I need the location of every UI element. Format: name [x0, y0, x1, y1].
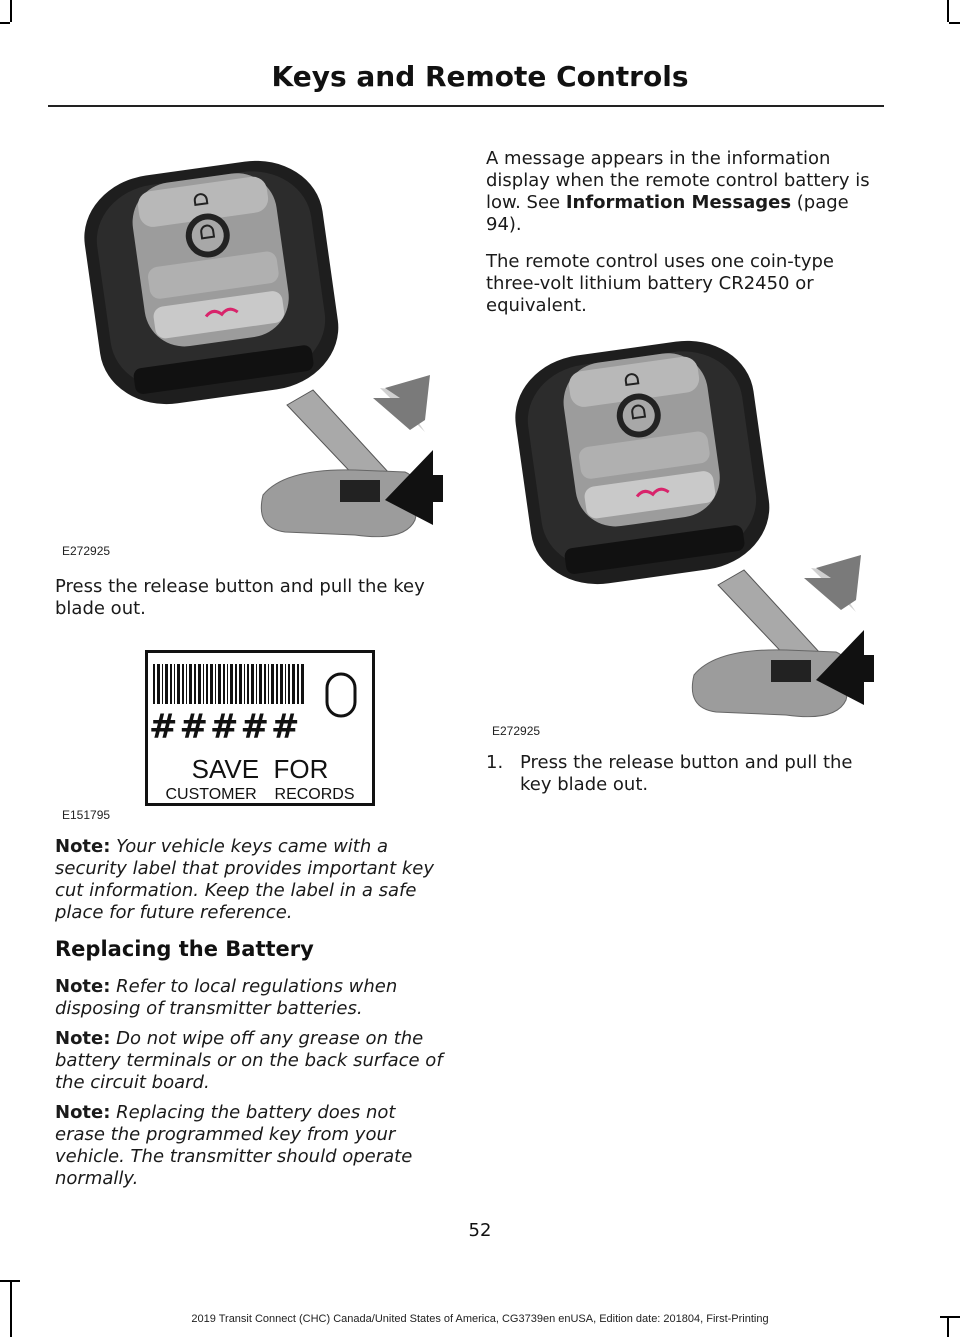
note-text: Replacing the battery does not erase the…	[55, 1102, 413, 1189]
cross-reference-link[interactable]: Information Messages	[565, 192, 792, 213]
info-paragraph: A message appears in the information dis…	[486, 148, 881, 236]
page-number: 52	[468, 1220, 492, 1241]
header-rule	[48, 105, 884, 107]
text-run: A message appears in the information dis…	[486, 148, 870, 213]
crop-mark	[947, 0, 949, 22]
key-fob-figure-right	[486, 330, 876, 740]
figure-code: E151795	[62, 808, 111, 822]
page-title: Keys and Remote Controls	[271, 60, 689, 93]
figure-code: E272925	[492, 724, 541, 738]
crop-mark	[0, 1280, 20, 1282]
note-label: Note:	[55, 1028, 111, 1049]
note-label: Note:	[55, 976, 111, 997]
note-label: Note:	[55, 1102, 111, 1123]
crop-mark	[10, 0, 12, 22]
note-label: Note:	[55, 836, 111, 857]
label-line1: SAVE FOR	[192, 754, 329, 784]
label-line2: CUSTOMER RECORDS	[165, 786, 354, 803]
step-number: 1.	[486, 752, 504, 773]
instruction-paragraph: Press the release button and pull the ke…	[55, 576, 425, 619]
figure-code: E272925	[62, 544, 111, 558]
note-paragraph: Note: Your vehicle keys came with a secu…	[55, 836, 450, 924]
key-fob-figure-left	[55, 150, 445, 560]
crop-mark	[949, 22, 960, 24]
section-heading: Replacing the Battery	[55, 937, 314, 961]
crop-mark	[940, 1316, 960, 1318]
note-paragraph: Note: Do not wipe off any grease on the …	[55, 1028, 450, 1094]
key-fob-illustration	[84, 160, 443, 538]
battery-paragraph: The remote control uses one coin-type th…	[486, 251, 834, 316]
crop-mark	[10, 1280, 12, 1337]
security-label-figure: ##### SAVE FOR CUSTOMER RECORDS	[145, 650, 375, 806]
text-run: (page 94).	[486, 192, 849, 235]
label-digits: #####	[149, 707, 301, 747]
key-fob-illustration	[515, 340, 874, 718]
note-paragraph: Note: Replacing the battery does not era…	[55, 1102, 450, 1190]
note-paragraph: Note: Refer to local regulations when di…	[55, 976, 450, 1020]
step-text: Press the release button and pull the ke…	[520, 752, 853, 795]
note-text: Your vehicle keys came with a security l…	[55, 836, 435, 923]
crop-mark	[0, 22, 10, 24]
crop-mark	[947, 1316, 949, 1337]
page-footer: 2019 Transit Connect (CHC) Canada/United…	[191, 1313, 769, 1325]
note-text: Do not wipe off any grease on the batter…	[55, 1028, 443, 1093]
security-label-illustration: ##### SAVE FOR CUSTOMER RECORDS	[145, 650, 375, 806]
note-text: Refer to local regulations when disposin…	[55, 976, 398, 1019]
